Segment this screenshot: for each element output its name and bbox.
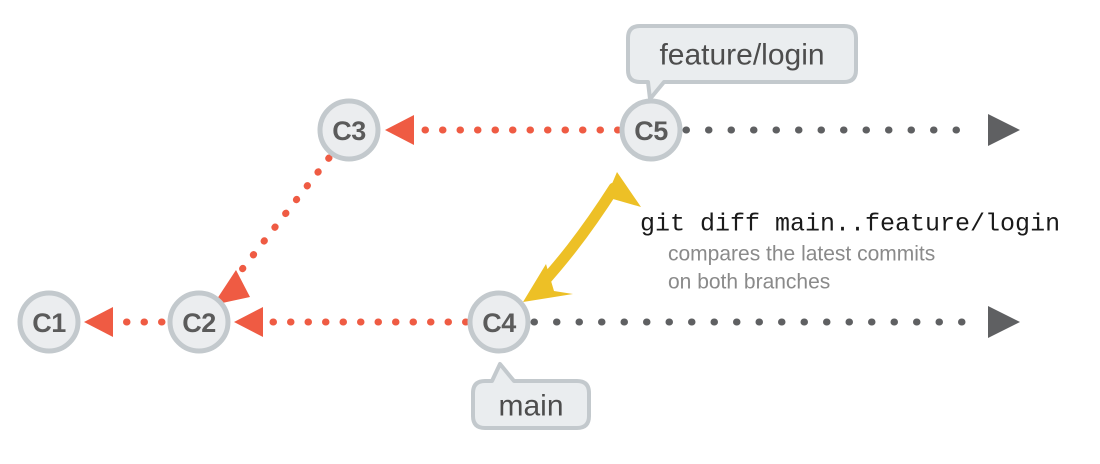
commit-nodes-group: C1 C2 C3 C4 C5 (17, 98, 683, 354)
parent-links-group (84, 115, 622, 337)
annotation-command: git diff main..feature/login (640, 210, 1060, 239)
link-c5-to-c3-arrowhead (385, 115, 414, 145)
commit-node-c3[interactable]: C3 (317, 98, 381, 162)
commit-node-c4[interactable]: C4 (467, 290, 531, 354)
continuation-main-arrowhead (988, 306, 1020, 338)
branch-label-main-box (471, 362, 591, 430)
commit-node-c1[interactable]: C1 (17, 290, 81, 354)
commit-circle-c3 (317, 98, 381, 162)
commit-label-c3: C3 (332, 116, 366, 146)
commit-label-c1: C1 (32, 308, 66, 338)
branch-continuations-group (530, 114, 1020, 338)
commit-circle-c4 (467, 290, 531, 354)
annotation-description-line1: compares the latest commits (668, 243, 935, 266)
link-c3-to-c2-arrowhead (213, 270, 250, 305)
diff-arrow-shaft (534, 182, 620, 292)
link-c4-to-c2-arrowhead (234, 307, 263, 337)
commit-label-c5: C5 (634, 116, 668, 146)
commit-circle-c1 (17, 290, 81, 354)
diff-annotation: git diff main..feature/login compares th… (640, 210, 1060, 294)
branch-label-feature-login-text: feature/login (659, 39, 824, 72)
branch-label-feature-login[interactable]: feature/login (626, 24, 858, 101)
commit-label-c2: C2 (182, 308, 216, 338)
diff-double-arrow (523, 172, 641, 302)
commit-circle-c5 (619, 98, 683, 162)
commit-node-c5[interactable]: C5 (619, 98, 683, 162)
commit-circle-c2 (167, 290, 231, 354)
commit-node-c2[interactable]: C2 (167, 290, 231, 354)
diff-arrow-head-lower (523, 264, 573, 302)
annotation-description-line2: on both branches (668, 271, 830, 294)
commit-label-c4: C4 (482, 308, 516, 338)
link-c2-to-c1-arrowhead (84, 307, 113, 337)
branch-label-main[interactable]: main (471, 362, 591, 430)
branch-label-feature-login-box (626, 24, 858, 101)
link-c3-to-c2-line (236, 154, 333, 276)
branch-label-main-text: main (498, 390, 563, 423)
continuation-feature-arrowhead (988, 114, 1020, 146)
diff-arrow-head-upper (600, 172, 641, 212)
